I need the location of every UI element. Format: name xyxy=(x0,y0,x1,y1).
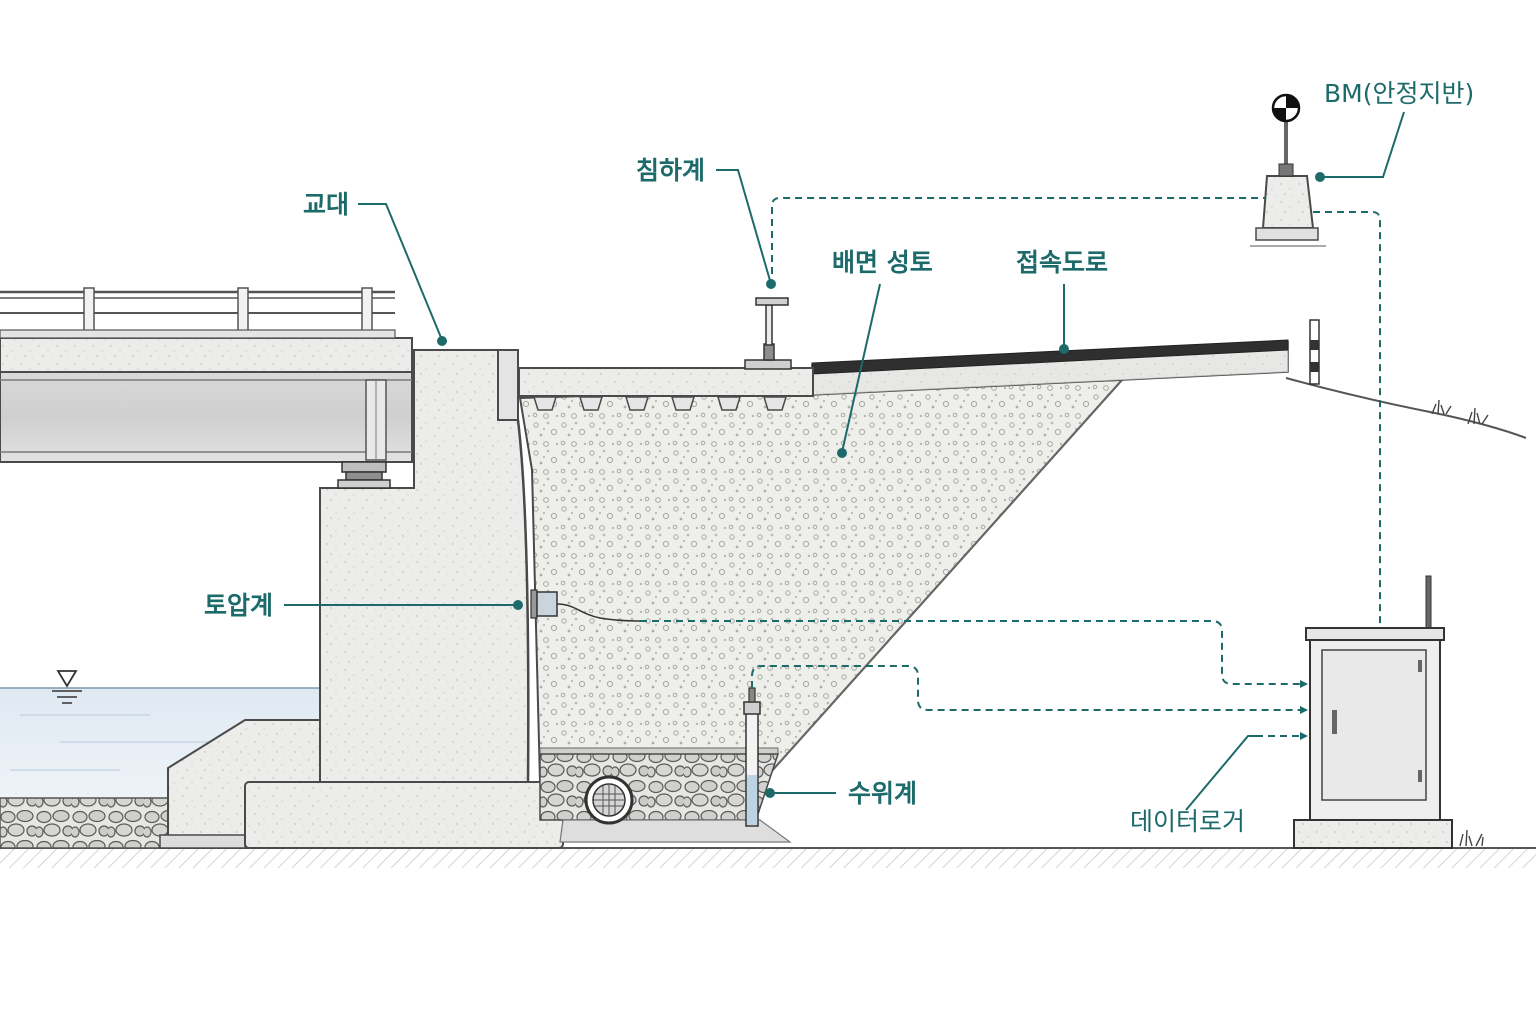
settlement-gauge-device xyxy=(744,297,792,370)
drain-pipe-icon xyxy=(584,775,634,825)
water-level-gauge-label: 수위계 xyxy=(848,779,917,808)
earth-pressure-gauge-device xyxy=(530,589,641,622)
inverted-triangle-icon xyxy=(52,670,82,704)
natural-ground-slope xyxy=(1285,377,1527,439)
data-cables xyxy=(640,197,1381,740)
leader-lines xyxy=(284,111,1405,811)
survey-target-icon xyxy=(1271,93,1301,123)
water-level-gauge-device xyxy=(743,687,761,827)
bridge-bearing xyxy=(337,461,391,489)
settlement-gauge-label: 침하계 xyxy=(636,156,705,185)
backfill-label: 배면 성토 xyxy=(832,248,933,277)
approach-road xyxy=(811,339,1289,396)
abutment-wall xyxy=(319,349,530,783)
approach-slab xyxy=(518,367,814,411)
bridge-deck xyxy=(0,337,413,373)
benchmark-pillar xyxy=(1250,122,1326,247)
approach-road-label: 접속도로 xyxy=(1016,248,1108,277)
abutment-label: 교대 xyxy=(303,190,349,219)
riverbed-riprap xyxy=(0,797,169,849)
bridge-girder xyxy=(0,371,413,463)
abutment-footing xyxy=(159,719,564,849)
earth-pressure-gauge-label: 토압계 xyxy=(204,591,273,620)
bridge-railing xyxy=(0,287,396,339)
survey-marker-post xyxy=(1309,319,1320,385)
ground xyxy=(0,847,1536,868)
data-logger-label: 데이터로거 xyxy=(1130,807,1245,836)
benchmark-label: BM(안정지반) xyxy=(1324,79,1474,108)
backfill-embankment xyxy=(518,378,1125,783)
data-logger-cabinet xyxy=(1293,575,1453,849)
grass-tufts xyxy=(1431,399,1489,847)
